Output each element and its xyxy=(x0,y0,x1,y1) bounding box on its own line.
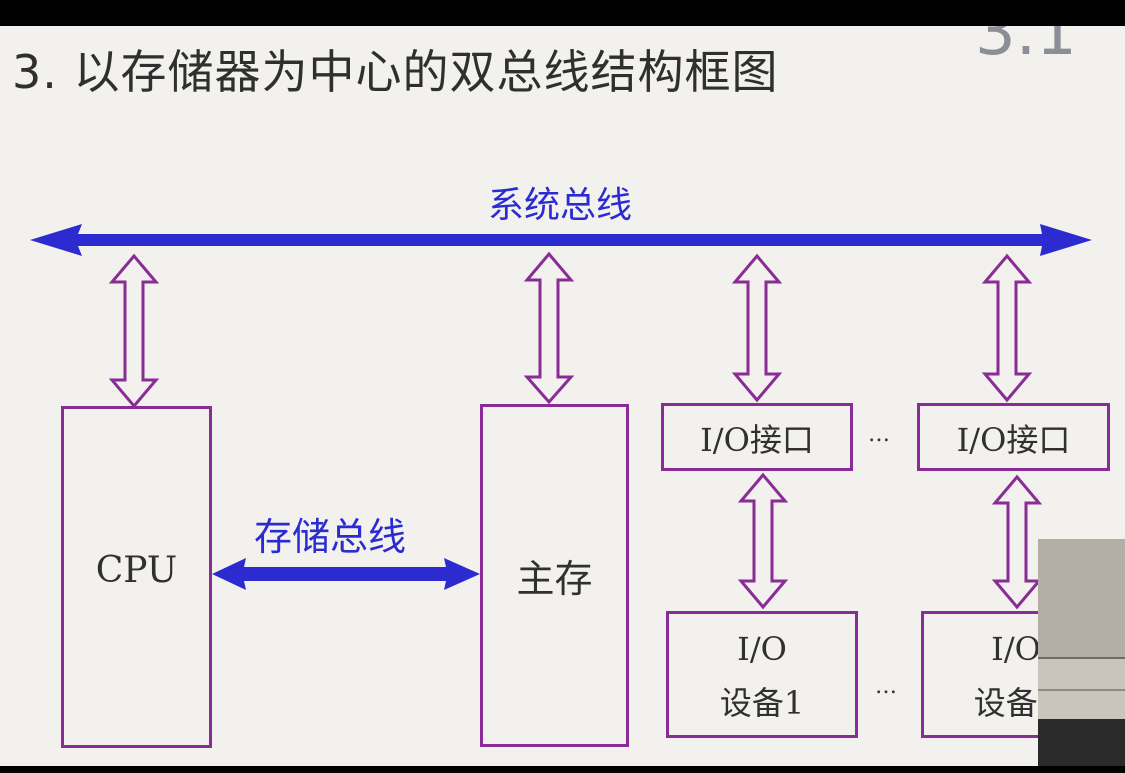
main-memory-box xyxy=(480,404,629,747)
io-interface-box xyxy=(661,403,853,471)
io-device-n-connector xyxy=(991,474,1043,610)
overlay-line xyxy=(1038,689,1125,691)
overlay-frame xyxy=(1038,539,1125,659)
io-device-line1: I/O xyxy=(991,630,1041,668)
overlay-dark-area xyxy=(1038,719,1125,766)
device-ellipsis: … xyxy=(875,674,899,699)
system-bus-arrow xyxy=(30,224,1092,256)
slide: 3.1 3. 以存储器为中心的双总线结构框图 系统总线 存储总线 CPU 主存 xyxy=(0,26,1125,766)
system-bus-label: 系统总线 xyxy=(488,185,633,226)
cpu-box xyxy=(61,406,212,748)
io-interface-2-bus-connector xyxy=(981,253,1033,403)
interface-ellipsis: … xyxy=(868,422,892,447)
io-interface-label: I/O接口 xyxy=(700,421,814,459)
io-interface-box xyxy=(917,403,1110,471)
storage-bus-label: 存储总线 xyxy=(254,515,407,559)
main-memory-label: 主存 xyxy=(516,557,593,601)
cpu-label: CPU xyxy=(95,550,178,591)
slide-number-corner: 3.1 xyxy=(975,26,1077,70)
io-device-line2: 设备1 xyxy=(719,684,805,722)
bus-arrows xyxy=(30,224,1092,610)
io-interface-label: I/O接口 xyxy=(956,421,1071,459)
slide-title: 3. 以存储器为中心的双总线结构框图 xyxy=(12,45,779,99)
io-device-box xyxy=(666,611,858,738)
storage-bus-arrow xyxy=(212,558,480,590)
photo-overlay xyxy=(1038,539,1125,766)
memory-bus-connector xyxy=(523,251,575,405)
io-device-1-connector xyxy=(737,472,789,610)
io-device-line1: I/O xyxy=(737,630,787,668)
cpu-bus-connector xyxy=(108,253,160,409)
io-interface-1-bus-connector xyxy=(731,253,783,403)
